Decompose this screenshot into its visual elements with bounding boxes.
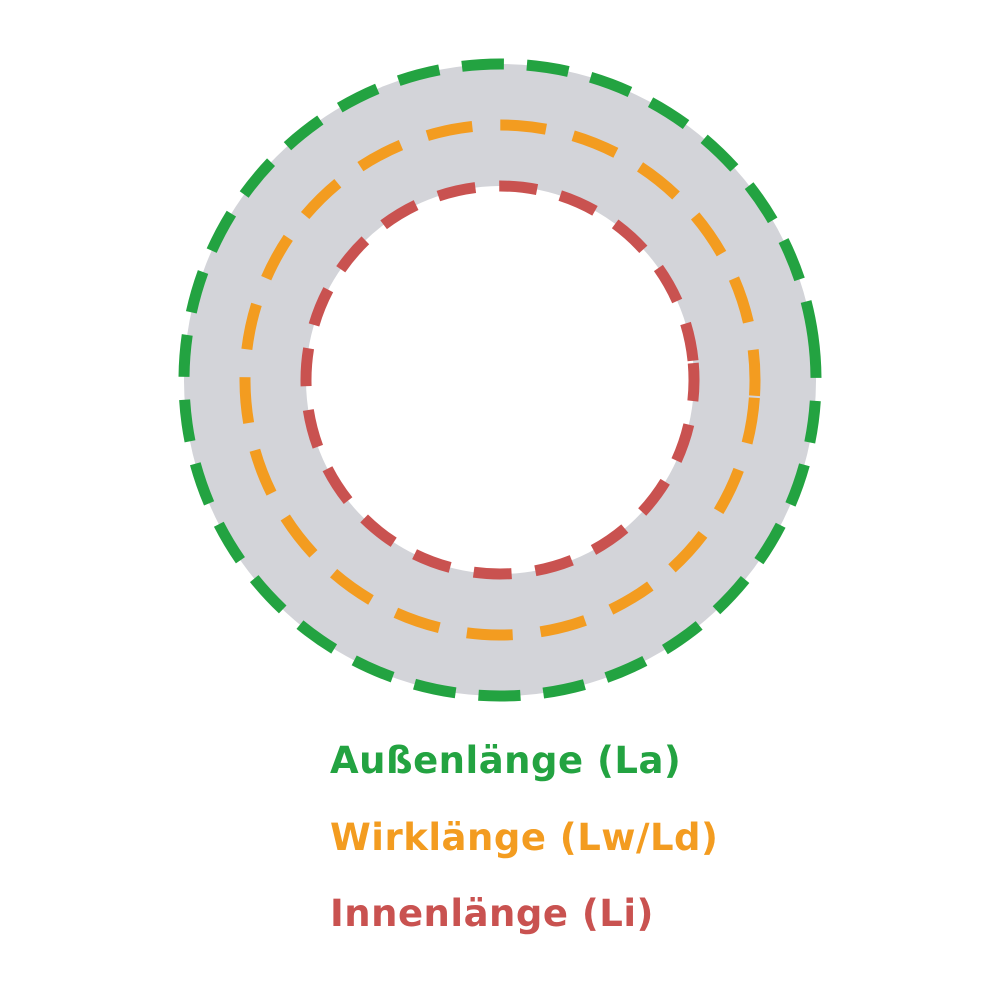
legend-effective-length-label: Wirklänge (Lw/Ld) <box>330 816 718 859</box>
effective-length-circle <box>239 119 761 641</box>
inner-length-circle <box>300 180 700 580</box>
legend-outer-length-label: Außenlänge (La) <box>330 739 681 782</box>
outer-length-circle <box>178 58 822 702</box>
legend-inner-length-label: Innenlänge (Li) <box>330 892 654 935</box>
